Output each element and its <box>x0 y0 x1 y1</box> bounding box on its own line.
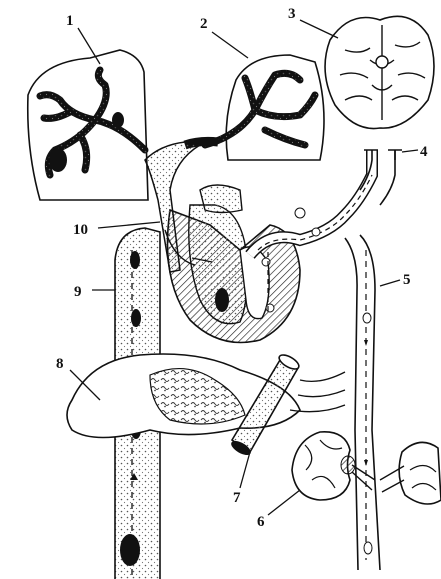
label-3: 3 <box>288 6 296 22</box>
label-7: 7 <box>233 490 241 506</box>
right-lung <box>185 55 324 160</box>
brain <box>325 16 434 128</box>
left-lung <box>28 50 148 200</box>
label-5: 5 <box>403 272 411 288</box>
label-2: 2 <box>200 16 208 32</box>
descending-aorta <box>345 235 380 570</box>
aortic-arch <box>250 150 395 255</box>
label-4: 4 <box>420 144 428 160</box>
label-10: 10 <box>73 222 88 238</box>
label-9: 9 <box>74 284 82 300</box>
label-6: 6 <box>257 514 265 530</box>
label-8: 8 <box>56 356 64 372</box>
heart <box>168 185 301 343</box>
label-1: 1 <box>66 13 74 29</box>
